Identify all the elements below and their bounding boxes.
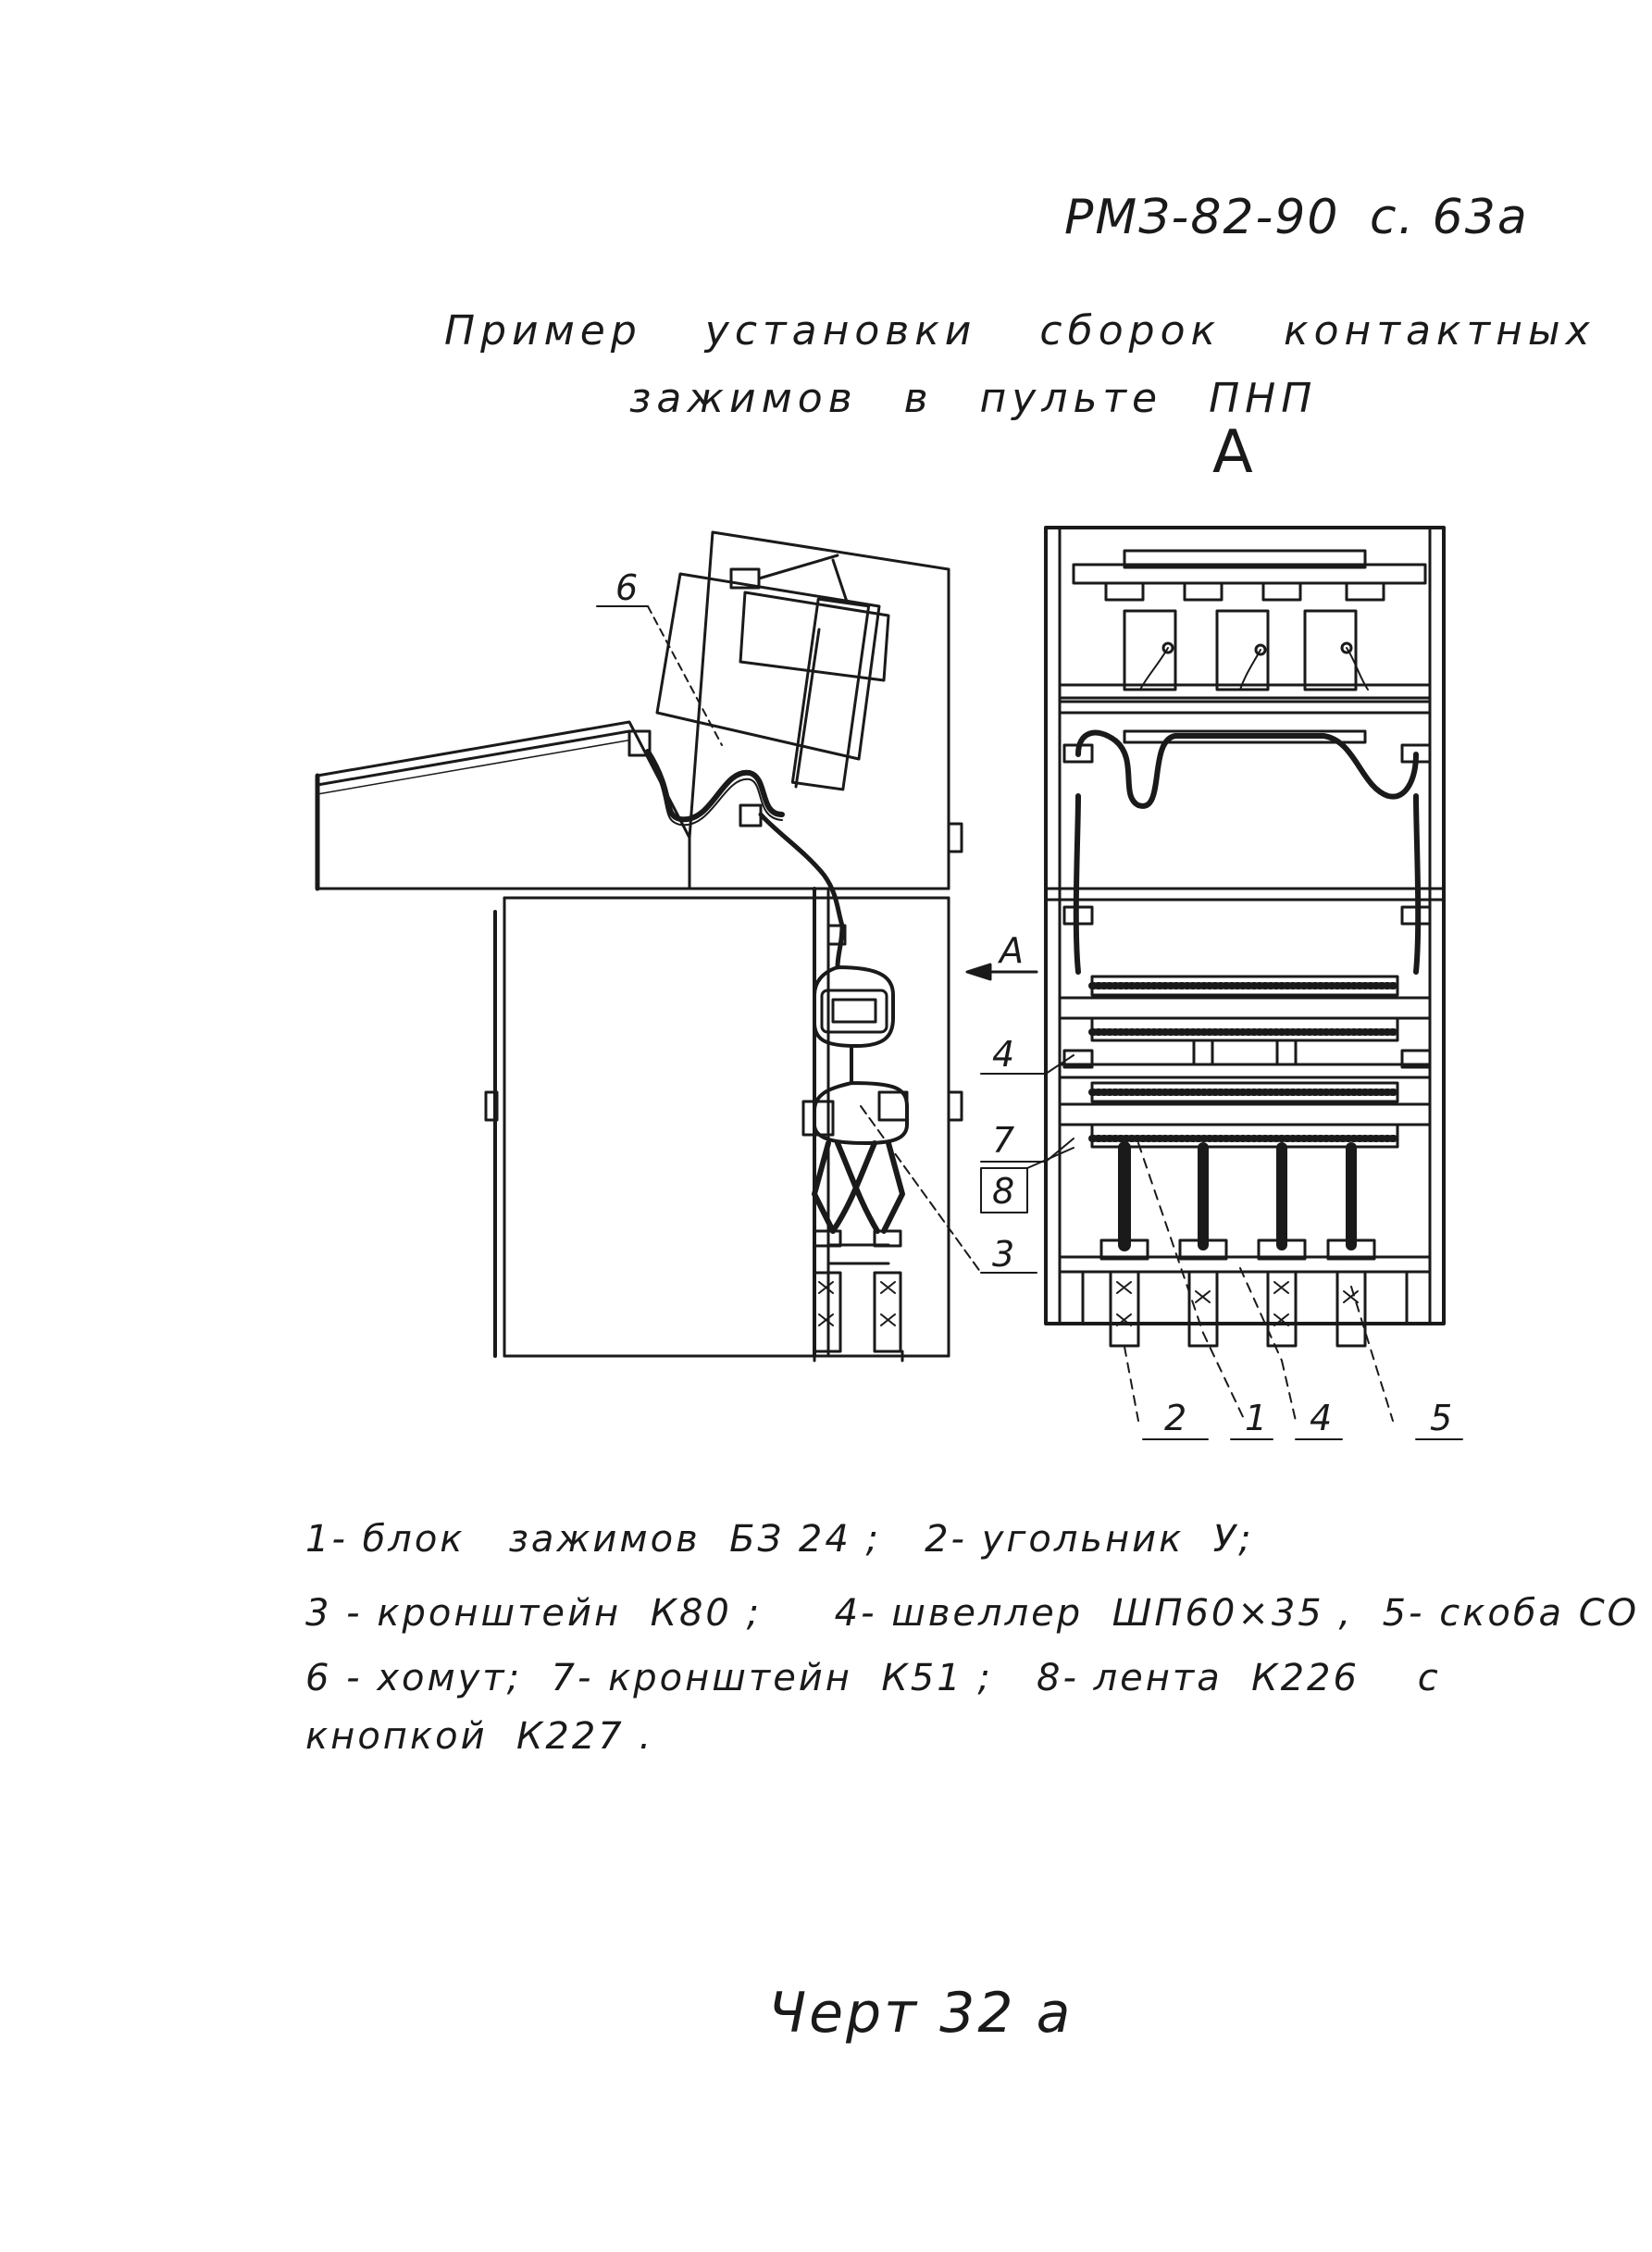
figure-caption: Черт 32 а <box>768 1981 1074 2046</box>
clamp-6-desk <box>627 729 652 757</box>
clamp-6-housing <box>739 803 763 827</box>
drawing-title-line-2: зажимов в пульте ПНП <box>629 375 1318 422</box>
callout-4: 4 <box>992 1034 1014 1075</box>
desk-top-panel <box>315 720 691 891</box>
legend-line-3: 6 - хомут; 7- кронштейн К51 ; 8- лента К… <box>305 1657 1441 1699</box>
leader-3: 3 <box>860 1105 1037 1275</box>
callout-6: 6 <box>615 567 638 608</box>
cable-harness <box>801 923 909 1362</box>
page-number: с. 63а <box>1370 190 1529 245</box>
top-relays <box>1104 581 1385 691</box>
view-a-label: А <box>1212 418 1253 487</box>
cabinet-frame <box>1044 526 1446 1325</box>
callout-A: А <box>997 930 1024 971</box>
front-view-a: 4 7 8 2 1 4 5 <box>980 526 1463 1440</box>
terminal-block-upper <box>1058 975 1432 1066</box>
upper-housing <box>655 530 963 890</box>
leader-6: 6 <box>596 567 723 746</box>
callout-8: 8 <box>992 1171 1014 1212</box>
view-arrow-a: А <box>965 930 1038 981</box>
callout-2-bottom: 2 <box>1164 1398 1186 1438</box>
legend-line-1: 1- блок зажимов БЗ 24 ; 2- угольник У; <box>305 1518 1254 1561</box>
side-view: А 6 3 <box>315 530 1038 1362</box>
callout-3: 3 <box>992 1234 1014 1275</box>
cable-entries <box>1058 1141 1432 1348</box>
legend-line-4: кнопкой К227 . <box>305 1715 654 1758</box>
document-code: РМЗ-82-90 <box>1064 190 1340 245</box>
leaders-bottom: 2 1 4 5 <box>1124 1142 1463 1440</box>
leaders-left: 4 7 8 <box>980 1034 1074 1213</box>
legend-line-2: 3 - кронштейн К80 ; 4- швеллер ШП60×35 ,… <box>305 1592 1640 1635</box>
drawing-title-line-1: Пример установки сборок контактных <box>444 307 1596 355</box>
callout-5-bottom: 5 <box>1430 1398 1452 1438</box>
callout-7: 7 <box>992 1120 1014 1161</box>
terminal-block-lower <box>1058 1081 1432 1149</box>
callout-4-bottom: 4 <box>1310 1398 1332 1438</box>
callout-1-bottom: 1 <box>1245 1398 1267 1438</box>
